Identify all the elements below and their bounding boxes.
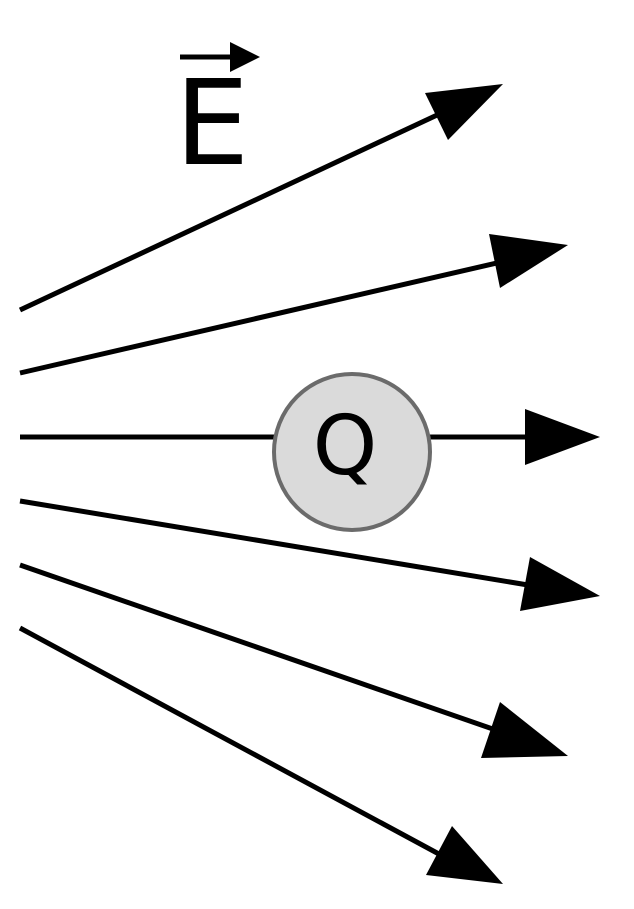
field-symbol: E (175, 54, 250, 192)
arrowhead-4 (520, 557, 600, 611)
field-line-6 (18, 625, 452, 863)
charge-label: Q (313, 399, 378, 494)
field-lines (18, 106, 541, 863)
charge-circle (272, 372, 432, 532)
field-line-4 (19, 498, 541, 590)
field-line-5 (19, 562, 511, 738)
field-line-1 (18, 106, 452, 313)
field-vector-symbol: E (175, 42, 260, 192)
arrowhead-1 (425, 84, 503, 140)
field-line-2 (19, 256, 515, 376)
arrowhead-2 (489, 234, 568, 288)
arrowhead-3 (525, 409, 600, 465)
arrowheads (425, 84, 600, 884)
arrowhead-6 (426, 826, 503, 884)
point-charge: Q (272, 372, 432, 532)
vector-arrow-head (230, 42, 260, 72)
arrowhead-5 (481, 702, 568, 758)
